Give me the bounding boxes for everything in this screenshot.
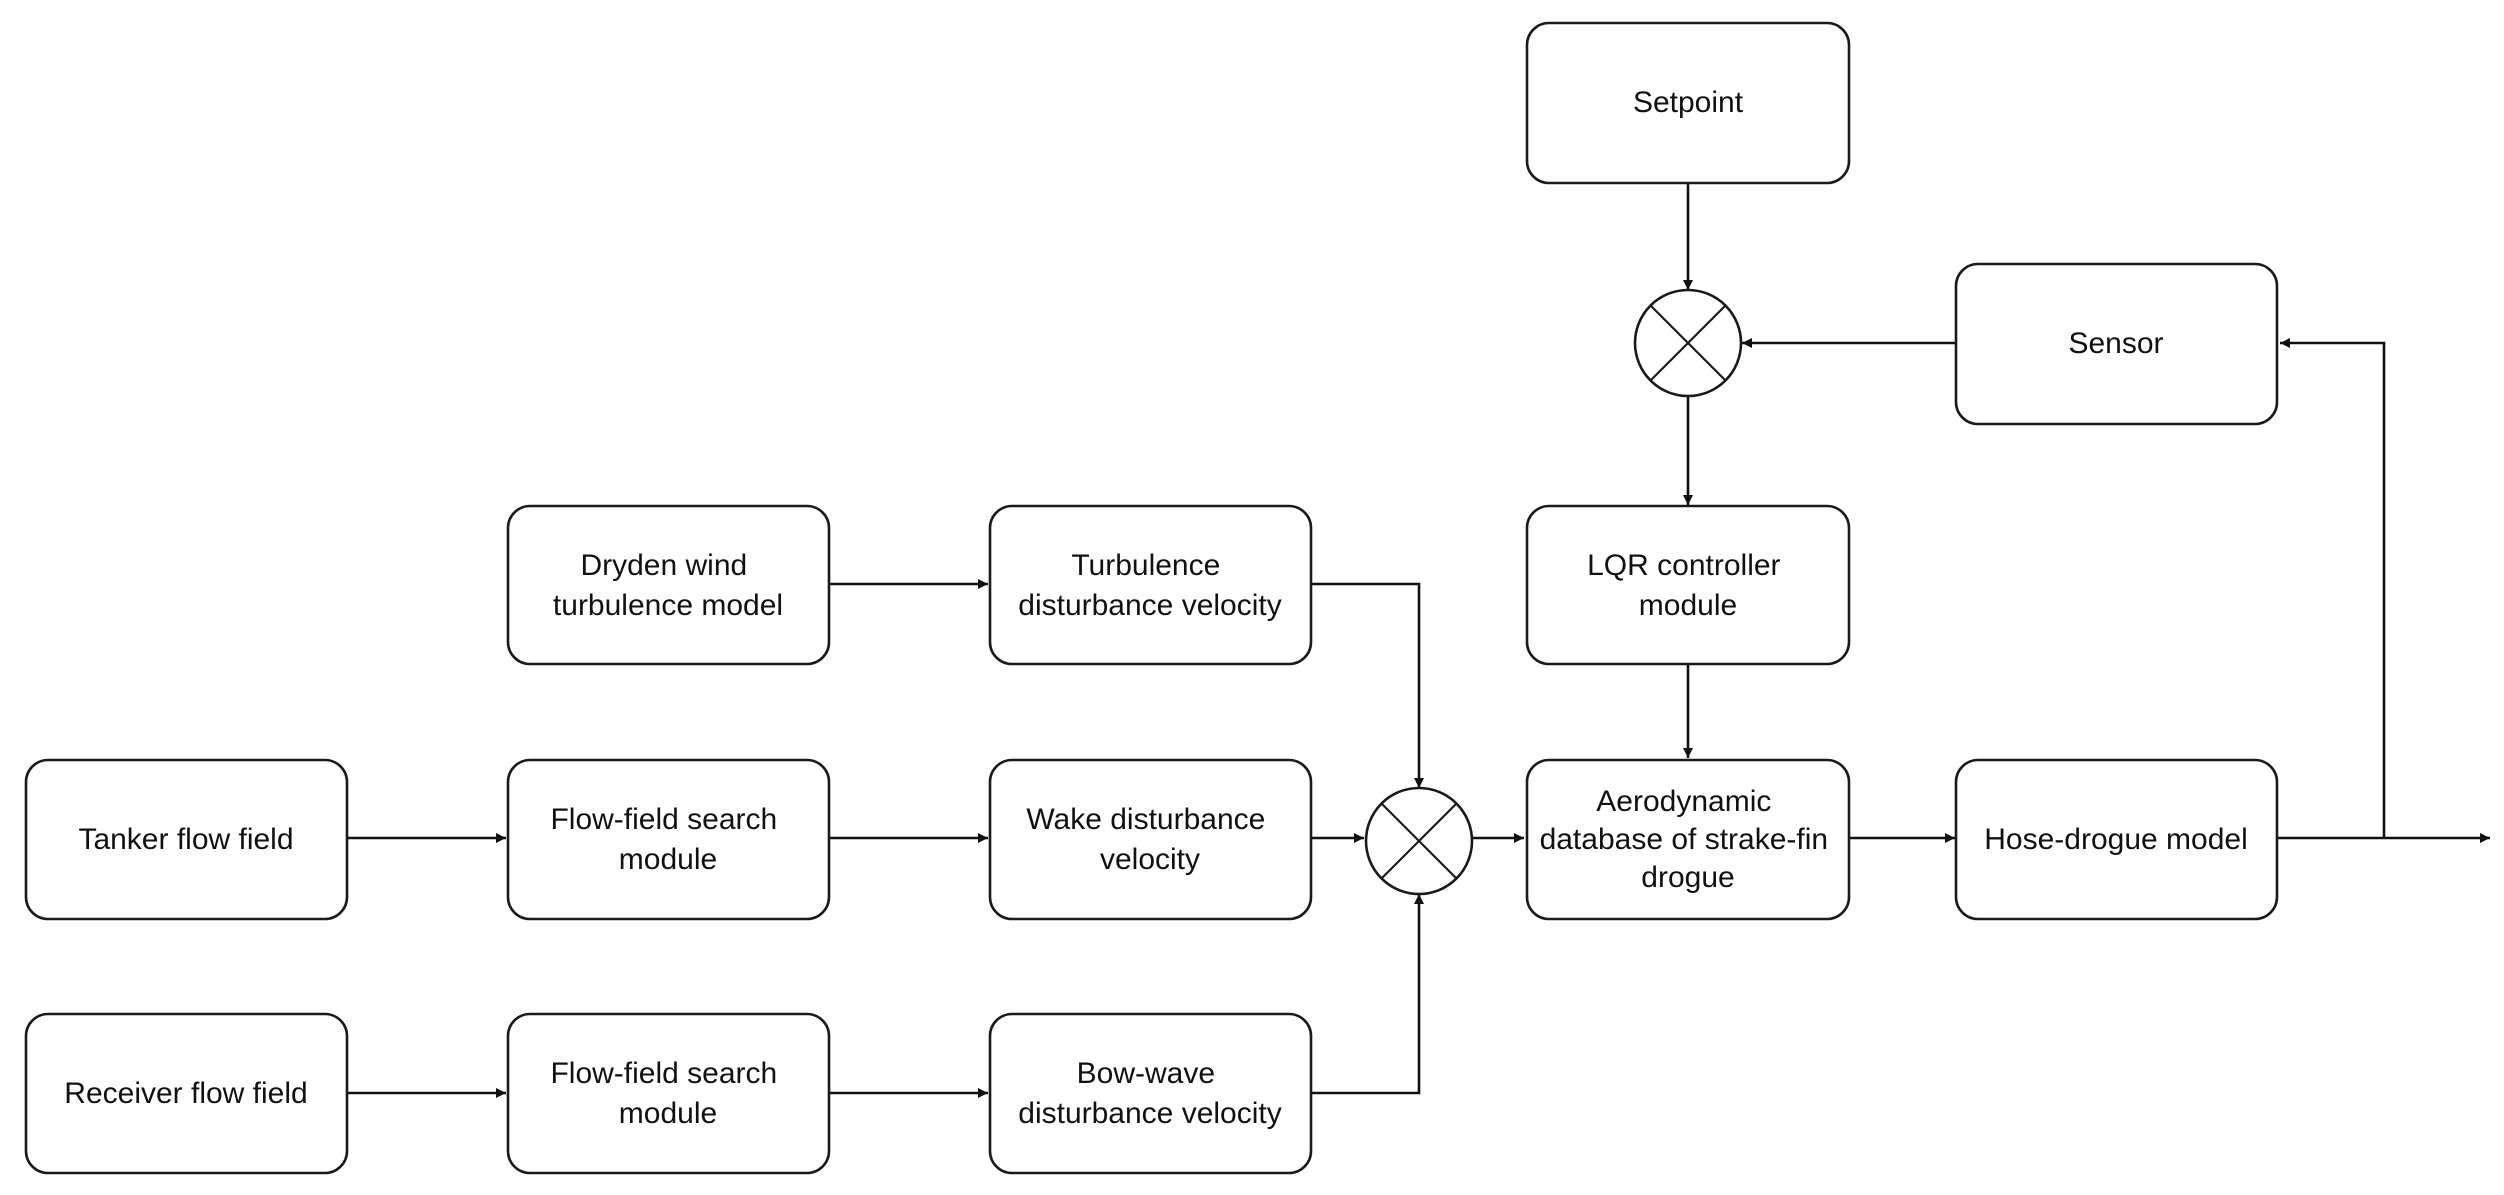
flow-field-search-block-2: Flow-field search module: [506, 1012, 831, 1175]
block-label: Flow-field search module: [550, 1057, 785, 1130]
block-label: Turbulence disturbance velocity: [1018, 549, 1281, 622]
wire-turbulence-to-disturbance-sum: [1311, 582, 1424, 788]
block-label: Flow-field search module: [550, 803, 785, 876]
aerodynamic-database-block: Aerodynamic database of strake-fin drogu…: [1525, 758, 1851, 921]
block-label: Sensor: [2068, 327, 2163, 360]
control-sum-junction: [1633, 288, 1743, 398]
dryden-wind-turbulence-block: Dryden wind turbulence model: [506, 504, 831, 666]
hose-drogue-model-block: Hose-drogue model: [1954, 758, 2279, 921]
turbulence-disturbance-block: Turbulence disturbance velocity: [988, 504, 1313, 666]
connections: [347, 184, 2490, 1098]
flow-field-search-block-1: Flow-field search module: [506, 758, 831, 921]
lqr-controller-block: LQR controller module: [1525, 504, 1851, 666]
block-label: Tanker flow field: [78, 823, 293, 856]
block-label: Hose-drogue model: [1984, 823, 2247, 856]
block-label: Receiver flow field: [64, 1077, 307, 1110]
receiver-flow-field-block: Receiver flow field: [24, 1012, 349, 1175]
block-label: Wake disturbance velocity: [1026, 803, 1273, 876]
block-label: LQR controller module: [1587, 549, 1789, 622]
sensor-block: Sensor: [1954, 262, 2279, 426]
block-label: Dryden wind turbulence model: [553, 549, 783, 622]
block-label: Bow-wave disturbance velocity: [1018, 1057, 1281, 1130]
block-label: Aerodynamic database of strake-fin drogu…: [1540, 785, 1837, 894]
setpoint-block: Setpoint: [1525, 21, 1851, 185]
disturbance-sum-junction: [1364, 786, 1474, 896]
tanker-flow-field-block: Tanker flow field: [24, 758, 349, 921]
wire-bowwave-to-disturbance-sum: [1311, 894, 1424, 1095]
wake-disturbance-block: Wake disturbance velocity: [988, 758, 1313, 921]
bow-wave-disturbance-block: Bow-wave disturbance velocity: [988, 1012, 1313, 1175]
block-label: Setpoint: [1633, 86, 1744, 119]
wire-hose-to-sensor-feedback: [2280, 338, 2386, 838]
